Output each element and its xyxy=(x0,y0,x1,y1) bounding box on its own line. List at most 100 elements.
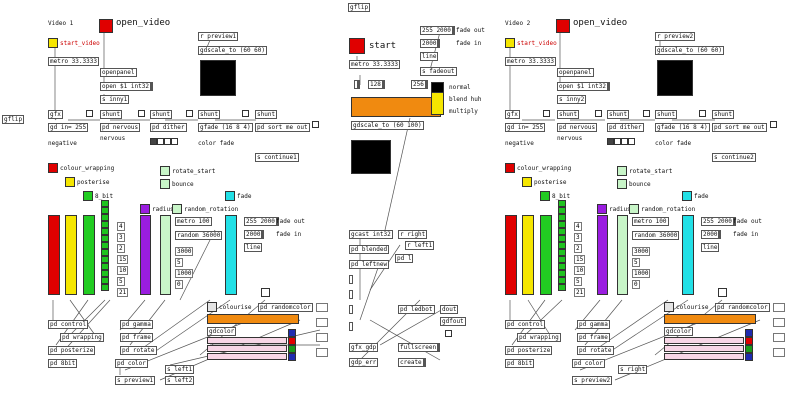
metro-object-2[interactable]: metro 33.3333 xyxy=(505,57,556,66)
colourise-toggle-2[interactable] xyxy=(664,302,674,312)
color-r-slider-2[interactable] xyxy=(664,337,744,344)
msg-255-2000[interactable]: 255 2000 xyxy=(244,217,279,226)
pd-dither-object[interactable]: pd dither xyxy=(150,123,187,132)
bounce-toggle[interactable] xyxy=(160,179,170,189)
color-swatch-blue[interactable] xyxy=(288,329,296,337)
shunt-1-object[interactable]: shunt xyxy=(100,110,123,119)
gfade-object-2[interactable]: gfade (16 8 4) xyxy=(655,123,710,132)
radio-cell-3-2[interactable] xyxy=(621,138,628,145)
msg-128[interactable]: 128 xyxy=(368,80,385,89)
pd-ledbot-object[interactable]: pd ledbot xyxy=(398,305,435,314)
msg-256[interactable]: 256 xyxy=(411,80,428,89)
pd-sort-object[interactable]: pd sort me out xyxy=(255,123,310,132)
pd-dither-object-2[interactable]: pd dither xyxy=(607,123,644,132)
metro-100-object-2[interactable]: metro 100 xyxy=(632,217,669,226)
radius-slider-2[interactable] xyxy=(597,215,608,295)
8bit-slider[interactable] xyxy=(83,215,95,295)
random-rotation-toggle-2[interactable] xyxy=(629,204,639,214)
shunt-3-object-2[interactable]: shunt xyxy=(655,110,678,119)
gdscale-center[interactable]: gdscale_to (60 100) xyxy=(351,121,424,130)
line-center[interactable]: line xyxy=(420,52,439,61)
obj-c4[interactable] xyxy=(349,322,353,331)
s-preview1-object[interactable]: s preview1 xyxy=(115,376,156,385)
radio-cell-2[interactable] xyxy=(157,138,164,145)
num-1[interactable]: 4 xyxy=(117,222,125,231)
num-1-2[interactable]: 4 xyxy=(574,222,582,231)
gfx-object[interactable]: gfx xyxy=(48,110,63,119)
num-4[interactable]: 15 xyxy=(117,255,129,264)
color-g-slider-2[interactable] xyxy=(664,345,744,352)
num-5[interactable]: 5 xyxy=(175,258,183,267)
color-swatch-green-r[interactable] xyxy=(745,345,753,353)
num-3000[interactable]: 3000 xyxy=(175,247,194,256)
pd-leftnew-object[interactable]: pd leftnew xyxy=(349,260,390,269)
obj-c3[interactable] xyxy=(349,305,353,314)
open-message-2[interactable]: open $1 int32 xyxy=(557,82,610,91)
gfx-object-2[interactable]: gfx xyxy=(505,110,520,119)
colour-wrapping-toggle-2[interactable] xyxy=(505,163,515,173)
color-hslider[interactable] xyxy=(207,314,299,324)
open-message[interactable]: open $1 int32 xyxy=(100,82,153,91)
rotate-start-toggle-2[interactable] xyxy=(617,166,627,176)
num-r[interactable] xyxy=(316,303,328,312)
center-toggle[interactable] xyxy=(445,330,452,337)
color-b-slider[interactable] xyxy=(207,353,287,360)
posterise-toggle-2[interactable] xyxy=(522,177,532,187)
rotate-start-toggle[interactable] xyxy=(160,166,170,176)
8bit-slider-2[interactable] xyxy=(540,215,552,295)
radius-slider[interactable] xyxy=(140,215,151,295)
shunt-1-object-2[interactable]: shunt xyxy=(557,110,580,119)
gdfout-object[interactable]: gdfout xyxy=(440,317,466,326)
shunt-2-object-2[interactable]: shunt xyxy=(607,110,630,119)
r-right-object[interactable]: r right xyxy=(398,230,428,239)
pd-frame-object[interactable]: pd frame xyxy=(120,333,153,342)
num-3[interactable]: 2 xyxy=(117,244,125,253)
gcast-object[interactable]: gcast int32 xyxy=(349,230,393,239)
random-rotation-toggle[interactable] xyxy=(172,204,182,214)
8bit-toggle[interactable] xyxy=(83,191,93,201)
num-g-2[interactable] xyxy=(773,318,785,327)
color-hslider-2[interactable] xyxy=(664,314,756,324)
pd-frame-object-2[interactable]: pd frame xyxy=(577,333,610,342)
num-2[interactable]: 3 xyxy=(117,233,125,242)
r-left1-object[interactable]: r left1 xyxy=(405,241,435,250)
num-3-2[interactable]: 2 xyxy=(574,244,582,253)
8bit-toggle-2[interactable] xyxy=(540,191,550,201)
create-message[interactable]: create xyxy=(398,358,426,367)
msg-blank[interactable] xyxy=(354,80,360,89)
line-object-2[interactable]: line xyxy=(701,243,720,252)
pd-l-object[interactable]: pd l xyxy=(395,254,414,263)
8bit-radio[interactable] xyxy=(101,200,109,291)
gdcolor-object-2[interactable]: gdcolor xyxy=(664,327,694,336)
openpanel-object[interactable]: openpanel xyxy=(100,68,137,77)
metro-100-object[interactable]: metro 100 xyxy=(175,217,212,226)
fade-toggle[interactable] xyxy=(225,191,235,201)
toggle-4-2[interactable] xyxy=(699,110,706,117)
posterise-slider[interactable] xyxy=(65,215,77,295)
pd-nervous-object[interactable]: pd nervous xyxy=(100,123,141,132)
gd-in-object-2[interactable]: gd in= 255 xyxy=(505,123,546,132)
pd-color-object-2[interactable]: pd color xyxy=(572,359,605,368)
8bit-radio-2[interactable] xyxy=(558,200,566,291)
gdscale-object[interactable]: gdscale_to (60 60) xyxy=(198,46,268,55)
pd-8bit-object[interactable]: pd 8bit xyxy=(48,359,78,368)
toggle-4[interactable] xyxy=(242,110,249,117)
shunt-3-object[interactable]: shunt xyxy=(198,110,221,119)
radio-cell-1[interactable] xyxy=(150,138,157,145)
start-video-toggle-2[interactable] xyxy=(505,38,515,48)
radio-cell-2-2[interactable] xyxy=(614,138,621,145)
num-7[interactable]: 21 xyxy=(117,288,129,297)
colourise-toggle[interactable] xyxy=(207,302,217,312)
color-swatch-blue-r2[interactable] xyxy=(745,353,753,361)
fade-toggle-2[interactable] xyxy=(682,191,692,201)
s-continue2-object[interactable]: s continue2 xyxy=(712,153,756,162)
num-0[interactable]: 0 xyxy=(175,280,183,289)
pd-control-object-2[interactable]: pd control xyxy=(505,320,546,329)
fullscreen-message[interactable]: fullscreen xyxy=(398,343,441,352)
pd-posterize-object[interactable]: pd posterize xyxy=(48,346,96,355)
s-fadeout[interactable]: s fadeout xyxy=(420,67,457,76)
num-r-2[interactable] xyxy=(773,303,785,312)
num-6-2[interactable]: 5 xyxy=(574,277,582,286)
toggle-5-2[interactable] xyxy=(770,121,777,128)
gflip-left-object[interactable]: gflip xyxy=(2,115,25,124)
